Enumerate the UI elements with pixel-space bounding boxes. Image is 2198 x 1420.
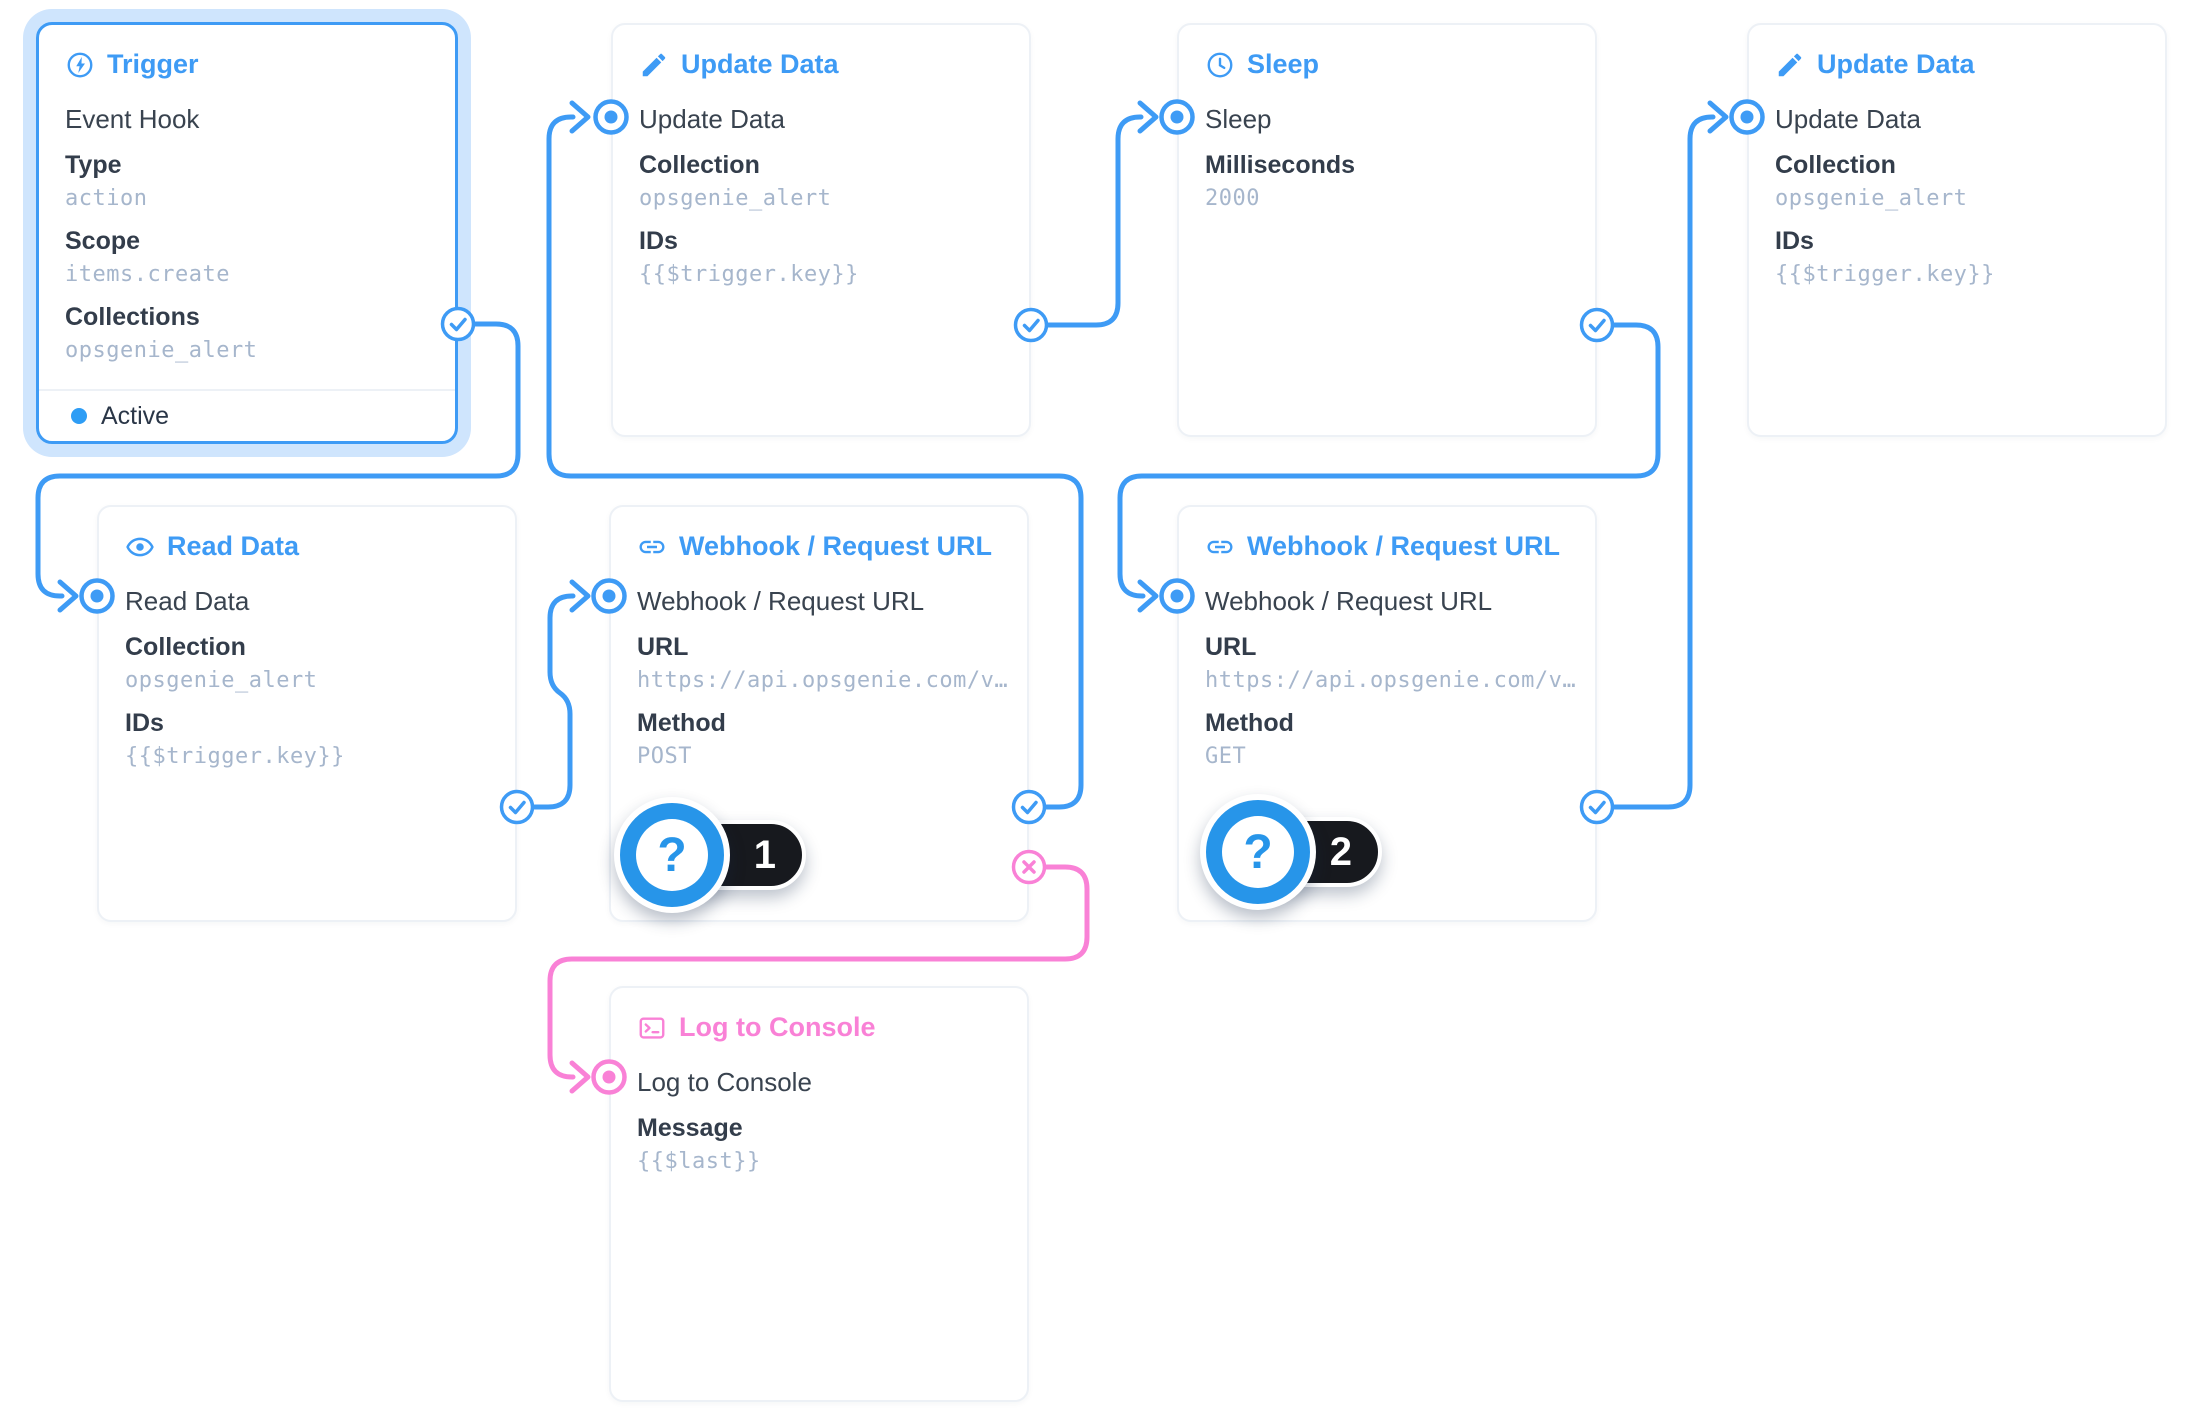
field-label: Collection <box>639 151 760 179</box>
node-trigger[interactable]: Trigger Event Hook Type action Scope ite… <box>36 22 458 444</box>
bolt-circle-icon <box>65 50 95 80</box>
terminal-icon <box>637 1013 667 1043</box>
field-value: {{$trigger.key}} <box>1775 262 1995 287</box>
arrowhead-icon <box>1137 579 1159 613</box>
arrowhead-icon <box>1137 100 1159 134</box>
field-label: URL <box>1205 633 1257 661</box>
node-update-data-1[interactable]: Update Data Update Data Collection opsge… <box>611 23 1031 437</box>
node-log-to-console[interactable]: Log to Console Log to Console Message {{… <box>609 986 1029 1402</box>
node-subtitle: Log to Console <box>637 1067 812 1097</box>
field-value: {{$trigger.key}} <box>639 262 859 287</box>
field-value: POST <box>637 744 692 769</box>
field-value: GET <box>1205 744 1247 769</box>
field-label: Message <box>637 1114 743 1142</box>
node-subtitle: Update Data <box>1775 104 1921 134</box>
field-value: {{$trigger.key}} <box>125 744 345 769</box>
connection-read-data-webhook-1 <box>530 593 576 810</box>
field-value: items.create <box>65 262 230 287</box>
question-circle-icon: ? <box>614 797 730 913</box>
arrowhead-icon <box>1707 100 1729 134</box>
field-value: 2000 <box>1205 186 1260 211</box>
node-subtitle: Read Data <box>125 586 250 616</box>
node-sleep[interactable]: Sleep Sleep Milliseconds 2000 <box>1177 23 1597 437</box>
eye-icon <box>125 532 155 562</box>
field-label: Collection <box>1775 151 1896 179</box>
field-label: URL <box>637 633 689 661</box>
node-title: Update Data <box>1817 49 1975 79</box>
node-title: Log to Console <box>679 1012 876 1042</box>
node-update-data-2[interactable]: Update Data Update Data Collection opsge… <box>1747 23 2167 437</box>
node-subtitle: Event Hook <box>65 104 200 134</box>
field-label: Collections <box>65 303 200 331</box>
status-dot-icon <box>71 408 87 424</box>
field-value: opsgenie_alert <box>65 338 258 363</box>
field-label: Type <box>65 151 122 179</box>
node-subtitle: Sleep <box>1205 104 1272 134</box>
field-label: IDs <box>639 227 678 255</box>
question-circle-icon: ? <box>1200 794 1316 910</box>
field-label: Scope <box>65 227 141 255</box>
pencil-icon <box>639 50 669 80</box>
pencil-icon <box>1775 50 1805 80</box>
field-label: Method <box>1205 709 1294 737</box>
node-title: Webhook / Request URL <box>1247 531 1561 561</box>
node-read-data[interactable]: Read Data Read Data Collection opsgenie_… <box>97 505 517 922</box>
field-label: Collection <box>125 633 246 661</box>
field-value: opsgenie_alert <box>639 186 832 211</box>
field-value: https://api.opsgenie.com/v… <box>637 668 1009 693</box>
field-value: opsgenie_alert <box>125 668 318 693</box>
arrowhead-icon <box>569 1060 591 1094</box>
arrowhead-icon <box>569 100 591 134</box>
field-value: opsgenie_alert <box>1775 186 1968 211</box>
field-label: IDs <box>1775 227 1814 255</box>
trigger-status: Active <box>39 389 455 441</box>
field-value: action <box>65 186 148 211</box>
node-title: Read Data <box>167 531 300 561</box>
node-title: Webhook / Request URL <box>679 531 993 561</box>
node-subtitle: Webhook / Request URL <box>637 586 925 616</box>
connection-webhook-2-update-data-2 <box>1610 114 1716 810</box>
node-title: Sleep <box>1247 49 1320 79</box>
node-title: Update Data <box>681 49 839 79</box>
link-icon <box>1205 532 1235 562</box>
field-value: {{$last}} <box>637 1149 761 1174</box>
node-subtitle: Webhook / Request URL <box>1205 586 1493 616</box>
link-icon <box>637 532 667 562</box>
node-title: Trigger <box>107 49 199 79</box>
field-label: IDs <box>125 709 164 737</box>
arrowhead-icon <box>569 579 591 613</box>
node-subtitle: Update Data <box>639 104 785 134</box>
arrowhead-icon <box>57 579 79 613</box>
connection-update-data-1-sleep <box>1044 114 1144 328</box>
status-label: Active <box>101 401 170 430</box>
field-label: Milliseconds <box>1205 151 1356 179</box>
clock-icon <box>1205 50 1235 80</box>
field-label: Method <box>637 709 726 737</box>
field-value: https://api.opsgenie.com/v… <box>1205 668 1577 693</box>
